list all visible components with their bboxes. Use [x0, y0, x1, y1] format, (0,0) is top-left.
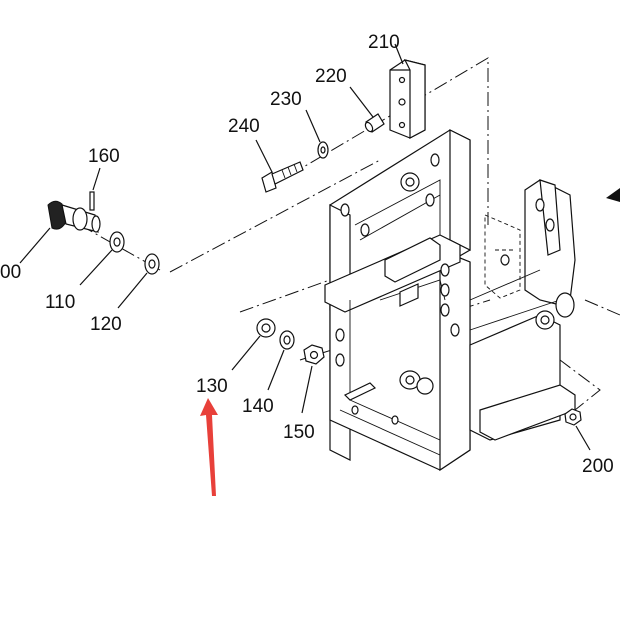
label-160: 160	[88, 146, 120, 167]
part-120-washer	[117, 253, 160, 309]
part-240-bolt	[255, 139, 304, 193]
part-100-lever-shaft	[19, 200, 101, 264]
part-110-washer	[79, 231, 125, 286]
label-130: 130	[196, 376, 228, 397]
part-230-washer	[305, 109, 329, 159]
label-150: 150	[283, 422, 315, 443]
label-100: 00	[0, 262, 21, 283]
label-140: 140	[242, 396, 274, 417]
part-130-washer	[231, 318, 276, 371]
direction-arrow-icon	[606, 188, 620, 202]
label-240: 240	[228, 116, 260, 137]
label-230: 230	[270, 89, 302, 110]
red-pointer-arrow-icon	[200, 398, 218, 496]
label-200: 200	[582, 456, 614, 477]
label-210: 210	[368, 32, 400, 53]
label-110: 110	[45, 292, 75, 313]
part-140-washer	[267, 330, 295, 391]
label-120: 120	[90, 314, 122, 335]
part-200-nut	[564, 408, 591, 451]
label-220: 220	[315, 66, 347, 87]
main-bracket-frame	[324, 129, 576, 472]
part-160-pin	[89, 167, 101, 211]
part-210-block	[389, 43, 426, 139]
part-150-nut	[301, 344, 325, 414]
part-220-pin	[349, 86, 385, 133]
